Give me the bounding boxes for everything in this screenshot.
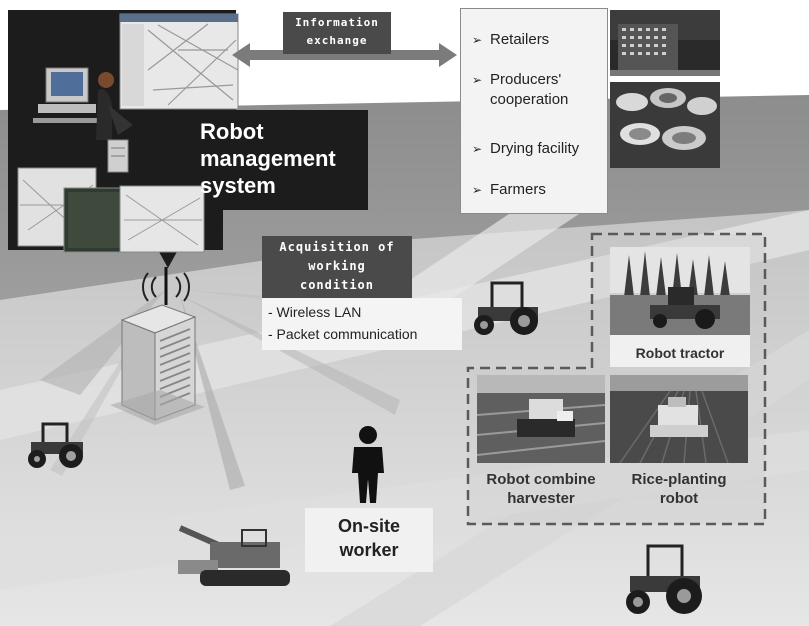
communication-wireless-lan: - Wireless LAN — [268, 304, 362, 320]
robot-combine-label: Robot combine harvester — [477, 470, 605, 508]
acquisition-line1: Acquisition of — [279, 240, 395, 254]
server-icon — [107, 139, 129, 173]
management-title-line1: Robot — [200, 119, 264, 144]
map-window-top — [119, 13, 239, 110]
communication-methods: - Wireless LAN - Packet communication — [262, 298, 462, 350]
partners-box — [460, 8, 608, 214]
tractor-icon-large — [626, 544, 702, 614]
map-window-bottom — [17, 167, 205, 253]
info-exchange-line1: Information — [295, 16, 379, 29]
partner-item-cooperation: ➢ Producers' cooperation — [472, 70, 568, 109]
worker-label-line1: On-site — [337, 516, 400, 536]
management-title: Robot management system — [200, 118, 370, 199]
acquisition-line2: working — [308, 259, 366, 273]
chevron-right-icon: ➢ — [472, 73, 483, 87]
office-building-icon — [110, 304, 205, 425]
info-exchange-tag: Information exchange — [283, 12, 391, 54]
partner-cooperation-label-1: Producers' — [490, 71, 562, 88]
rice-planting-label: Rice-planting robot — [610, 470, 748, 508]
partners-list: ➢ Retailers ➢ Producers' cooperation ➢ Dryi… — [460, 12, 606, 212]
management-panel — [8, 10, 368, 268]
partner-retailers-label: Retailers — [490, 31, 550, 48]
combine-harvester-icon — [178, 525, 290, 586]
partner-item-drying: ➢ Drying facility — [472, 139, 579, 159]
operator-computer-icon — [33, 67, 133, 140]
info-exchange-line2: exchange — [306, 34, 368, 47]
partner-photos — [610, 10, 720, 168]
acquisition-line3: condition — [299, 278, 375, 292]
info-exchange-arrow — [232, 43, 457, 67]
partner-item-retailers: ➢ Retailers — [472, 30, 549, 50]
worker-icon — [352, 426, 384, 503]
worker-label-line2: worker — [339, 540, 399, 560]
food-dishes-photo — [610, 82, 720, 168]
partner-item-farmers: ➢ Farmers — [472, 180, 546, 200]
robot-combine-photo — [477, 375, 605, 463]
robot-combine-label-line2: harvester — [507, 490, 575, 507]
communication-tower — [110, 267, 205, 425]
worker-label: On-site worker — [305, 508, 433, 572]
partner-farmers-label: Farmers — [490, 181, 546, 198]
antenna-icon — [141, 267, 191, 305]
chevron-right-icon: ➢ — [472, 142, 483, 156]
retail-building-photo — [610, 10, 720, 76]
tractor-icon-small — [28, 422, 83, 468]
chevron-right-icon: ➢ — [472, 183, 483, 197]
robot-combine-label-line1: Robot combine — [486, 471, 596, 488]
chevron-right-icon: ➢ — [472, 33, 483, 47]
rice-planting-robot-photo — [610, 375, 748, 463]
management-title-line3: system — [200, 173, 276, 198]
partner-cooperation-label-2: cooperation — [490, 91, 569, 108]
rice-planting-label-line1: Rice-planting — [631, 471, 727, 488]
robot-tractor-photo — [610, 247, 750, 367]
management-title-line2: management — [200, 146, 336, 171]
acquisition-tag: Acquisition of working condition — [262, 236, 412, 300]
tractor-icon — [474, 281, 538, 335]
robot-tractor-label: Robot tractor — [635, 345, 725, 361]
rice-planting-label-line2: robot — [659, 490, 699, 507]
partner-drying-label: Drying facility — [490, 140, 580, 157]
communication-packet: - Packet communication — [268, 326, 418, 342]
